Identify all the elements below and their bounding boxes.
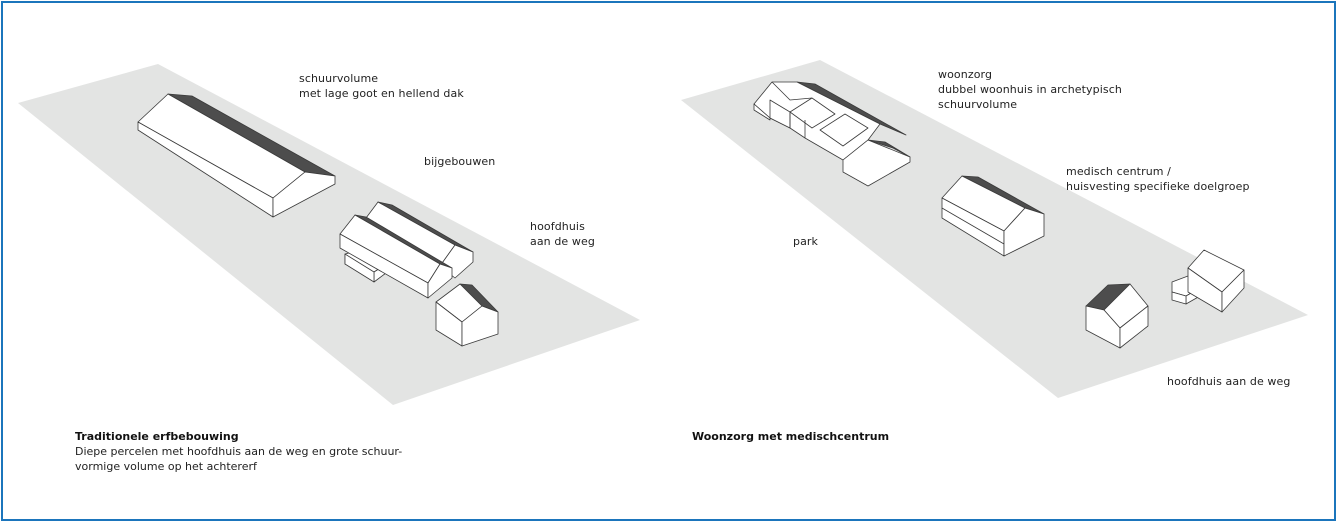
left-barn	[137, 93, 336, 218]
left-outbuildings	[339, 201, 474, 299]
right-house-a	[1085, 283, 1149, 349]
caption-text-left: Diepe percelen met hoofdhuis aan de weg …	[75, 445, 403, 473]
caption-title-left: Traditionele erfbebouwing	[75, 430, 239, 443]
right-house-b	[1171, 249, 1245, 313]
left-diagram	[18, 64, 640, 405]
right-medical-centre	[941, 175, 1045, 257]
label-park: park	[793, 235, 819, 248]
label-hoofdhuis-right: hoofdhuis aan de weg	[1167, 375, 1291, 388]
caption-title-right: Woonzorg met medischcentrum	[692, 430, 890, 443]
left-main-house	[435, 283, 499, 347]
label-bijgebouwen: bijgebouwen	[424, 155, 496, 168]
right-woonzorg-cluster	[753, 81, 911, 187]
label-hoofdhuis-left: hoofdhuis aan de weg	[530, 220, 595, 248]
right-diagram	[681, 60, 1308, 398]
label-medisch-centrum: medisch centrum / huisvesting specifieke…	[1066, 165, 1250, 193]
label-schuurvolume: schuurvolume met lage goot en hellend da…	[299, 72, 464, 100]
label-woonzorg: woonzorg dubbel woonhuis in archetypisch…	[938, 68, 1122, 111]
